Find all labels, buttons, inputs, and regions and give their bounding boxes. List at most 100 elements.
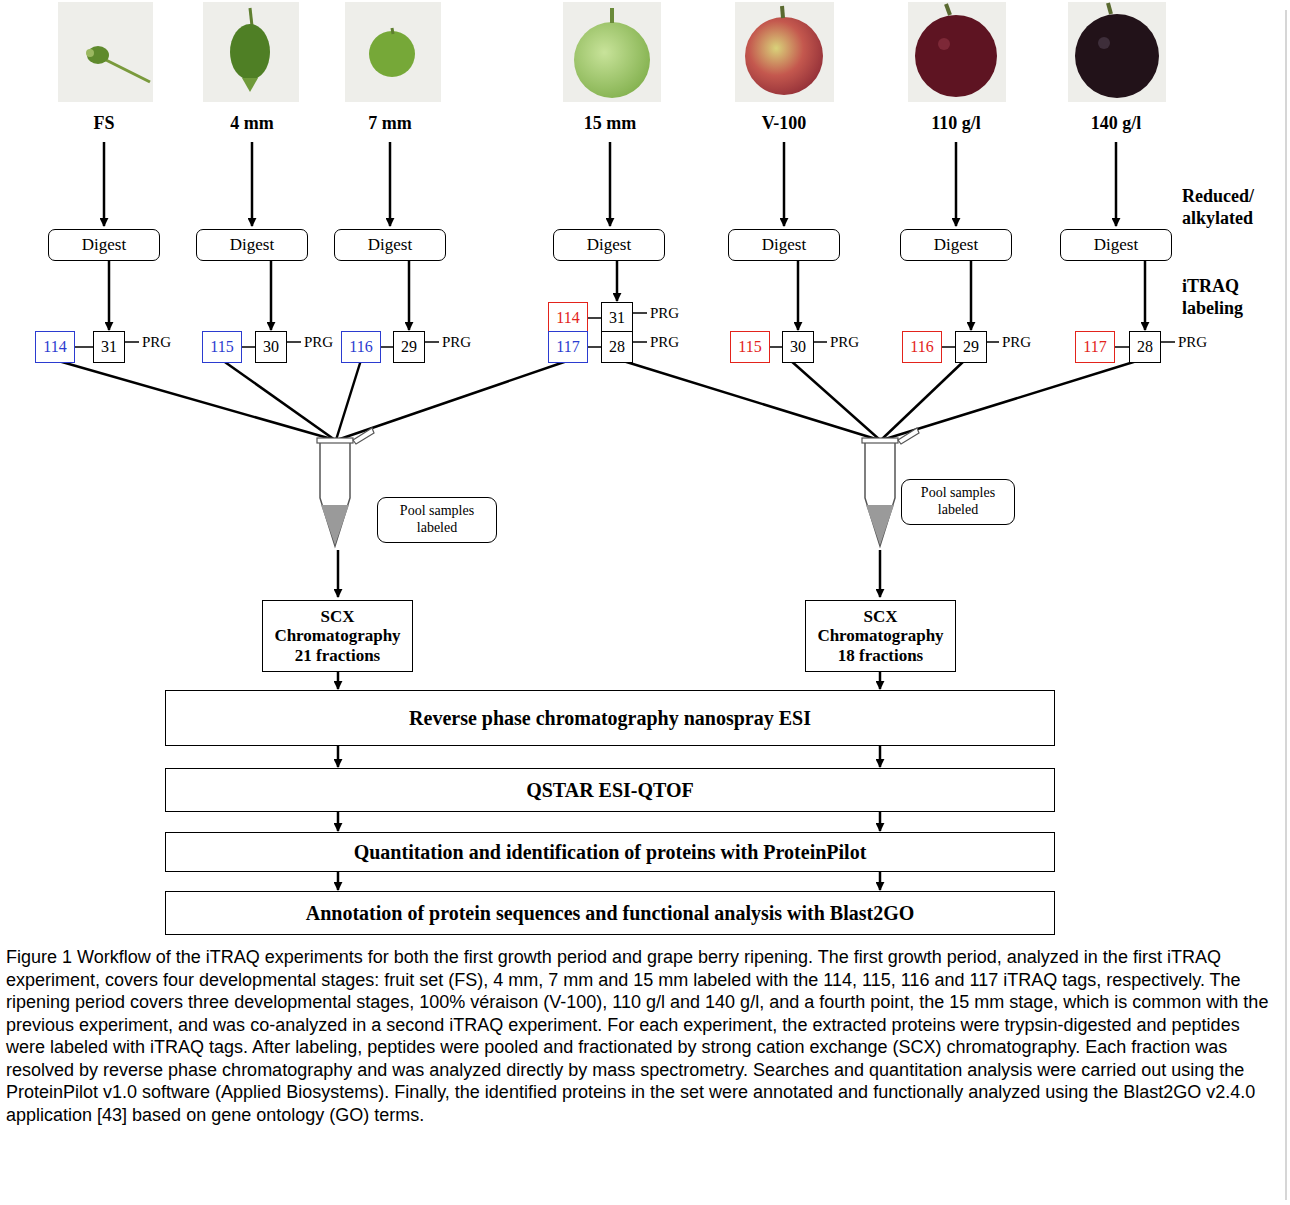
- flow-connector: [588, 346, 601, 348]
- digest-box: Digest: [196, 229, 308, 261]
- scx-box: SCX Chromatography 18 fractions: [805, 600, 956, 672]
- node-text: 117: [1083, 337, 1106, 357]
- balance-tag: 30: [782, 331, 814, 363]
- step-label: Reduced/ alkylated: [1182, 186, 1282, 229]
- balance-tag: 31: [93, 331, 125, 363]
- flow-connector: [1144, 261, 1147, 330]
- flow-connector: [942, 346, 955, 348]
- digest-box: Digest: [48, 229, 160, 261]
- flow-connector: [770, 346, 782, 348]
- node-text: Pool samples labeled: [908, 485, 1008, 519]
- balance-tag: 28: [1129, 331, 1161, 363]
- balance-tag: 29: [955, 331, 987, 363]
- flow-connector: [970, 261, 973, 330]
- stage-label: FS: [44, 113, 164, 134]
- prg-label: PRG: [1002, 331, 1042, 353]
- prg-label: PRG: [304, 331, 344, 353]
- node-text: Annotation of protein sequences and func…: [306, 902, 915, 925]
- flow-connector: [337, 872, 340, 890]
- node-text: 28: [609, 337, 625, 357]
- node-text: SCX Chromatography 18 fractions: [810, 607, 951, 666]
- node-text: Digest: [368, 235, 412, 255]
- node-text: 115: [210, 337, 233, 357]
- stage-label: 4 mm: [192, 113, 312, 134]
- node-text: 30: [790, 337, 806, 357]
- flow-connector: [108, 261, 111, 330]
- flow-connector: [797, 261, 800, 330]
- prg-label: PRG: [650, 302, 690, 324]
- balance-tag: 29: [393, 331, 425, 363]
- node-text: Digest: [1094, 235, 1138, 255]
- flow-connector: [879, 746, 882, 767]
- prg-label: PRG: [142, 331, 182, 353]
- process-box: Quantitation and identification of prote…: [165, 832, 1055, 872]
- prg-label: PRG: [830, 331, 870, 353]
- stage-label: V-100: [724, 113, 844, 134]
- flow-connector: [616, 261, 619, 301]
- process-box: Reverse phase chromatography nanospray E…: [165, 690, 1055, 746]
- balance-tag: 28: [601, 331, 633, 363]
- pool-lines: [55, 360, 1140, 440]
- prg-label: PRG: [1178, 331, 1218, 353]
- digest-box: Digest: [728, 229, 840, 261]
- pool-note: Pool samples labeled: [377, 497, 497, 543]
- node-text: 31: [609, 308, 625, 328]
- digest-box: Digest: [1060, 229, 1172, 261]
- itraq-tag: 114: [548, 302, 588, 334]
- flow-connector: [242, 346, 255, 348]
- node-text: 29: [401, 337, 417, 357]
- tube: [317, 428, 919, 546]
- itraq-tag: 115: [202, 331, 242, 363]
- node-text: Digest: [82, 235, 126, 255]
- itraq-tag: 114: [35, 331, 75, 363]
- process-box: QSTAR ESI-QTOF: [165, 768, 1055, 812]
- node-text: 30: [263, 337, 279, 357]
- flow-arrows: [104, 142, 1116, 597]
- node-text: 117: [556, 337, 579, 357]
- flow-connector: [270, 261, 273, 330]
- flow-connector: [381, 346, 393, 348]
- prg-label: PRG: [650, 331, 690, 353]
- balance-tag: 31: [601, 302, 633, 334]
- node-text: 28: [1137, 337, 1153, 357]
- step-label: iTRAQ labeling: [1182, 276, 1282, 319]
- flow-connector: [588, 317, 601, 319]
- flow-connector: [337, 812, 340, 831]
- node-text: Digest: [587, 235, 631, 255]
- itraq-tag: 115: [730, 331, 770, 363]
- node-text: 116: [349, 337, 372, 357]
- itraq-tag: 116: [902, 331, 942, 363]
- flow-connector: [337, 746, 340, 767]
- node-text: Digest: [230, 235, 274, 255]
- node-text: Quantitation and identification of prote…: [354, 841, 867, 864]
- itraq-tag: 117: [548, 331, 588, 363]
- node-text: QSTAR ESI-QTOF: [526, 779, 694, 802]
- node-text: SCX Chromatography 21 fractions: [267, 607, 408, 666]
- digest-box: Digest: [553, 229, 665, 261]
- node-text: Digest: [934, 235, 978, 255]
- scx-box: SCX Chromatography 21 fractions: [262, 600, 413, 672]
- node-text: 115: [738, 337, 761, 357]
- flow-connector: [879, 812, 882, 831]
- prg-label: PRG: [442, 331, 482, 353]
- node-text: 116: [910, 337, 933, 357]
- stage-label: 140 g/l: [1056, 113, 1176, 134]
- flow-connector: [879, 872, 882, 890]
- node-text: Digest: [762, 235, 806, 255]
- stage-label: 7 mm: [330, 113, 450, 134]
- node-text: 31: [101, 337, 117, 357]
- node-text: Reverse phase chromatography nanospray E…: [409, 707, 811, 730]
- process-box: Annotation of protein sequences and func…: [165, 891, 1055, 935]
- figure-caption: Figure 1 Workflow of the iTRAQ experimen…: [6, 946, 1282, 1126]
- flow-connector: [337, 672, 340, 689]
- berry-photo: [58, 2, 1166, 102]
- flow-connector: [75, 346, 93, 348]
- stage-label: 15 mm: [550, 113, 670, 134]
- node-text: 114: [556, 308, 579, 328]
- flow-connector: [1115, 346, 1129, 348]
- digest-box: Digest: [334, 229, 446, 261]
- flow-connector: [408, 261, 411, 330]
- itraq-tag: 117: [1075, 331, 1115, 363]
- node-text: 114: [43, 337, 66, 357]
- node-text: 29: [963, 337, 979, 357]
